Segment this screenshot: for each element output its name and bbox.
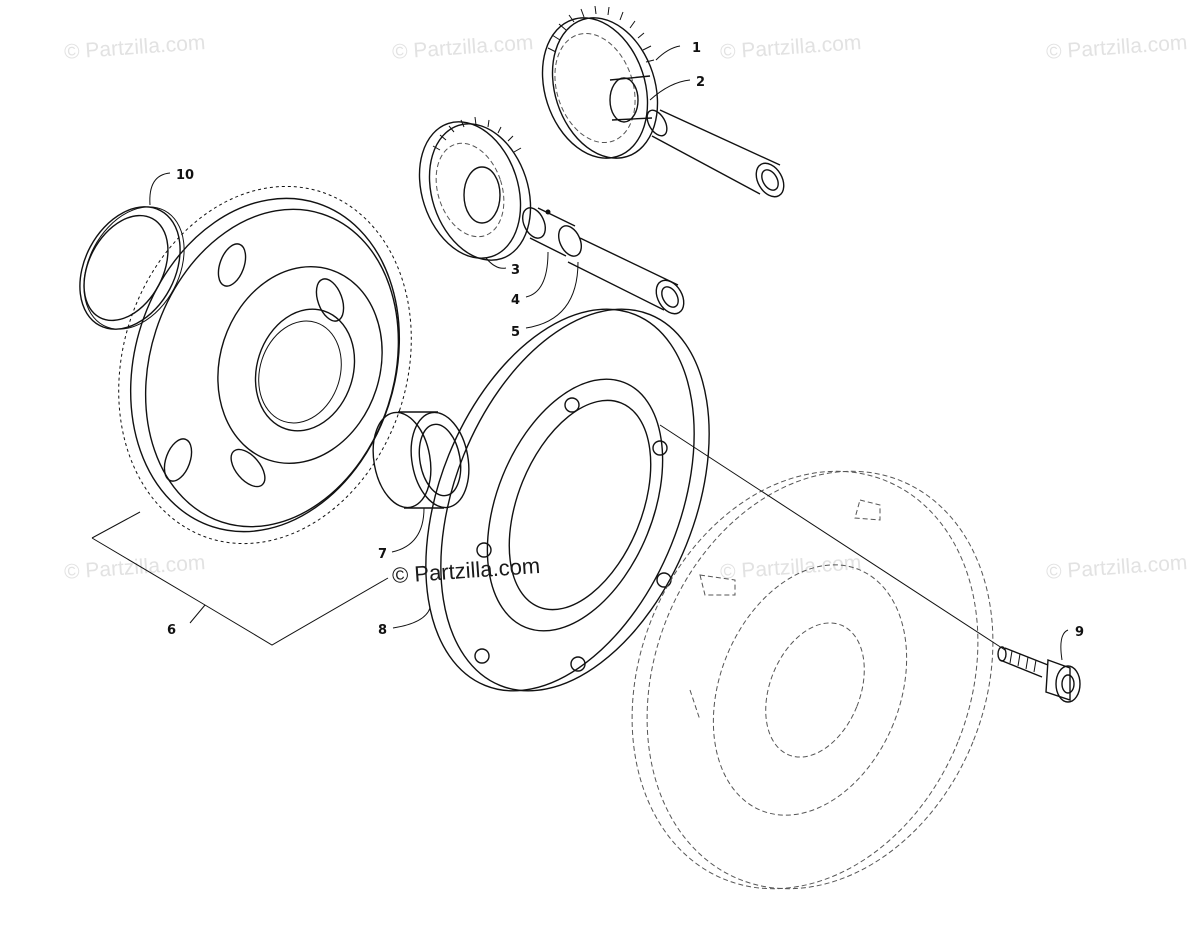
callout-3: 3: [511, 263, 520, 278]
part-8-one-way-clutch: [425, 308, 710, 692]
callout-2: 2: [696, 75, 705, 90]
callout-1: 1: [692, 41, 701, 56]
part-3-gear: [418, 116, 532, 261]
part-4-bushing: [521, 207, 583, 257]
callout-6: 6: [167, 623, 176, 638]
callout-7: 7: [378, 547, 387, 562]
callout-8: 8: [378, 623, 387, 638]
callout-4: 4: [511, 293, 520, 308]
part-10-washer: [79, 206, 185, 330]
part-5-shaft: [567, 237, 685, 315]
part-1-gear: [541, 5, 659, 159]
callout-9: 9: [1075, 625, 1084, 640]
part-2-shaft: [646, 109, 785, 198]
part-6-large-gear: [118, 185, 412, 545]
callout-10: 10: [176, 168, 194, 183]
part-9-bolt: [997, 646, 1081, 703]
bolt-assembly-line: [659, 424, 1006, 651]
callout-5: 5: [511, 325, 520, 340]
part-7-needle-bearing: [372, 411, 470, 509]
flywheel-reference-outline: [631, 470, 994, 890]
leader-lines: [91, 45, 1069, 661]
